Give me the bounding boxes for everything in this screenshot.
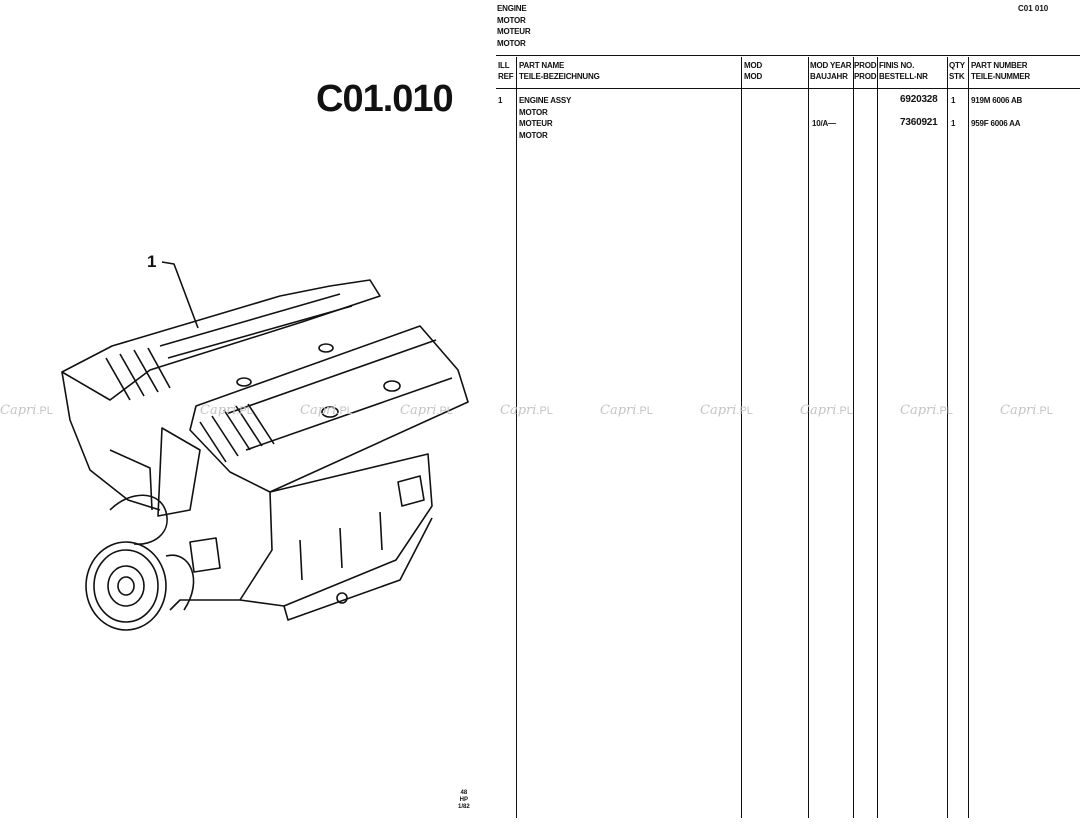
watermark-text: Capri — [0, 403, 37, 418]
column-header-ill-ref: ILL REF — [498, 60, 514, 82]
watermark-text: Capri — [1000, 403, 1037, 418]
column-header-line: TEILE-BEZEICHNUNG — [519, 72, 600, 81]
row-part-number: 959F 6006 AA — [971, 119, 1021, 128]
watermark: Capri.PL — [300, 403, 353, 418]
watermark-suffix: .PL — [636, 405, 653, 417]
column-header-line: BAUJAHR — [810, 72, 848, 81]
column-header-line: MOD YEAR — [810, 61, 852, 70]
watermark-suffix: .PL — [536, 405, 553, 417]
watermark-suffix: .PL — [236, 405, 253, 417]
row-qty: 1 — [951, 119, 956, 128]
watermark: Capri.PL — [600, 403, 653, 418]
watermark-text: Capri — [200, 403, 237, 418]
part-name-line: ENGINE ASSY — [519, 96, 572, 105]
illustration-ref-code: C01.010 — [316, 78, 454, 120]
watermark-suffix: .PL — [1036, 405, 1053, 417]
footer-code-line: 48 — [460, 790, 468, 796]
row-ill-ref: 1 — [498, 96, 503, 105]
callout-number: 1 — [147, 252, 157, 271]
watermark-suffix: .PL — [836, 405, 853, 417]
column-header-mod-year: MOD YEAR BAUJAHR — [810, 60, 852, 82]
footer-code: 48 HP 1/82 — [458, 790, 470, 811]
section-title-line: ENGINE — [497, 4, 527, 13]
footer-code-line: 1/82 — [458, 804, 470, 810]
column-header-prod: PROD PROD — [854, 60, 877, 82]
column-header-line: ILL — [498, 61, 510, 70]
part-name-line: MOTEUR — [519, 119, 553, 128]
watermark-suffix: .PL — [936, 405, 953, 417]
watermark: Capri.PL — [0, 403, 53, 418]
watermark: Capri.PL — [1000, 403, 1053, 418]
watermark-text: Capri — [400, 403, 437, 418]
engine-assembly-illustration — [61, 261, 469, 631]
column-header-finis-no: FINIS NO. BESTELL-NR — [879, 60, 928, 82]
watermark-text: Capri — [700, 403, 737, 418]
watermark-text: Capri — [600, 403, 637, 418]
part-name-line: MOTOR — [519, 107, 548, 117]
column-header-mod: MOD MOD — [744, 60, 762, 82]
watermark: Capri.PL — [700, 403, 753, 418]
section-title: ENGINE MOTOR MOTEUR MOTOR — [497, 3, 531, 49]
section-title-line: MOTOR — [497, 38, 526, 48]
footer-code-line: HP — [459, 797, 469, 803]
watermark-suffix: .PL — [336, 405, 353, 417]
column-header-line: BESTELL-NR — [879, 72, 928, 81]
section-title-line: MOTOR — [497, 15, 526, 25]
row-mod-year: 10/A— — [812, 119, 836, 128]
column-header-qty: QTY STK — [949, 60, 965, 82]
column-header-line: PROD — [854, 61, 877, 70]
section-title-line: MOTEUR — [497, 27, 531, 36]
watermark-text: Capri — [500, 403, 537, 418]
column-header-line: FINIS NO. — [879, 61, 915, 70]
row-finis-no: 6920328 — [900, 94, 938, 105]
page-reference: C01 010 — [1018, 4, 1049, 13]
watermark-suffix: .PL — [436, 405, 453, 417]
column-divider — [853, 57, 854, 818]
watermark: Capri.PL — [800, 403, 853, 418]
column-header-line: TEILE-NUMMER — [971, 72, 1030, 81]
row-part-name: ENGINE ASSY MOTOR — [519, 95, 571, 118]
watermark: Capri.PL — [900, 403, 953, 418]
column-header-line: STK — [949, 72, 965, 81]
column-header-line: MOD — [744, 72, 763, 81]
column-header-line: PROD — [854, 72, 877, 81]
column-header-part-number: PART NUMBER TEILE-NUMMER — [971, 60, 1030, 82]
column-divider — [947, 57, 948, 818]
part-name-line: MOTOR — [519, 130, 548, 140]
column-header-line: QTY — [949, 61, 965, 70]
callout-leader — [161, 261, 199, 329]
row-qty: 1 — [951, 96, 956, 105]
watermark-text: Capri — [300, 403, 337, 418]
watermark-suffix: .PL — [736, 405, 753, 417]
row-part-name: MOTEUR MOTOR — [519, 118, 553, 141]
column-header-line: PART NAME — [519, 61, 565, 70]
row-part-number: 919M 6006 AB — [971, 96, 1023, 105]
column-divider — [808, 57, 809, 818]
column-header-line: REF — [498, 72, 514, 81]
column-header-line: MOD — [744, 61, 763, 70]
column-divider — [968, 57, 969, 818]
watermark: Capri.PL — [400, 403, 453, 418]
column-divider — [516, 57, 517, 818]
watermark: Capri.PL — [200, 403, 253, 418]
watermark-suffix: .PL — [36, 405, 53, 417]
column-divider — [877, 57, 878, 818]
column-header-line: PART NUMBER — [971, 61, 1028, 70]
watermark: Capri.PL — [500, 403, 553, 418]
watermark-text: Capri — [900, 403, 937, 418]
watermark-text: Capri — [800, 403, 837, 418]
row-finis-no: 7360921 — [900, 117, 938, 128]
column-divider — [741, 57, 742, 818]
table-header-rule — [496, 88, 1080, 89]
column-header-part-name: PART NAME TEILE-BEZEICHNUNG — [519, 60, 600, 82]
table-top-rule — [496, 55, 1080, 56]
